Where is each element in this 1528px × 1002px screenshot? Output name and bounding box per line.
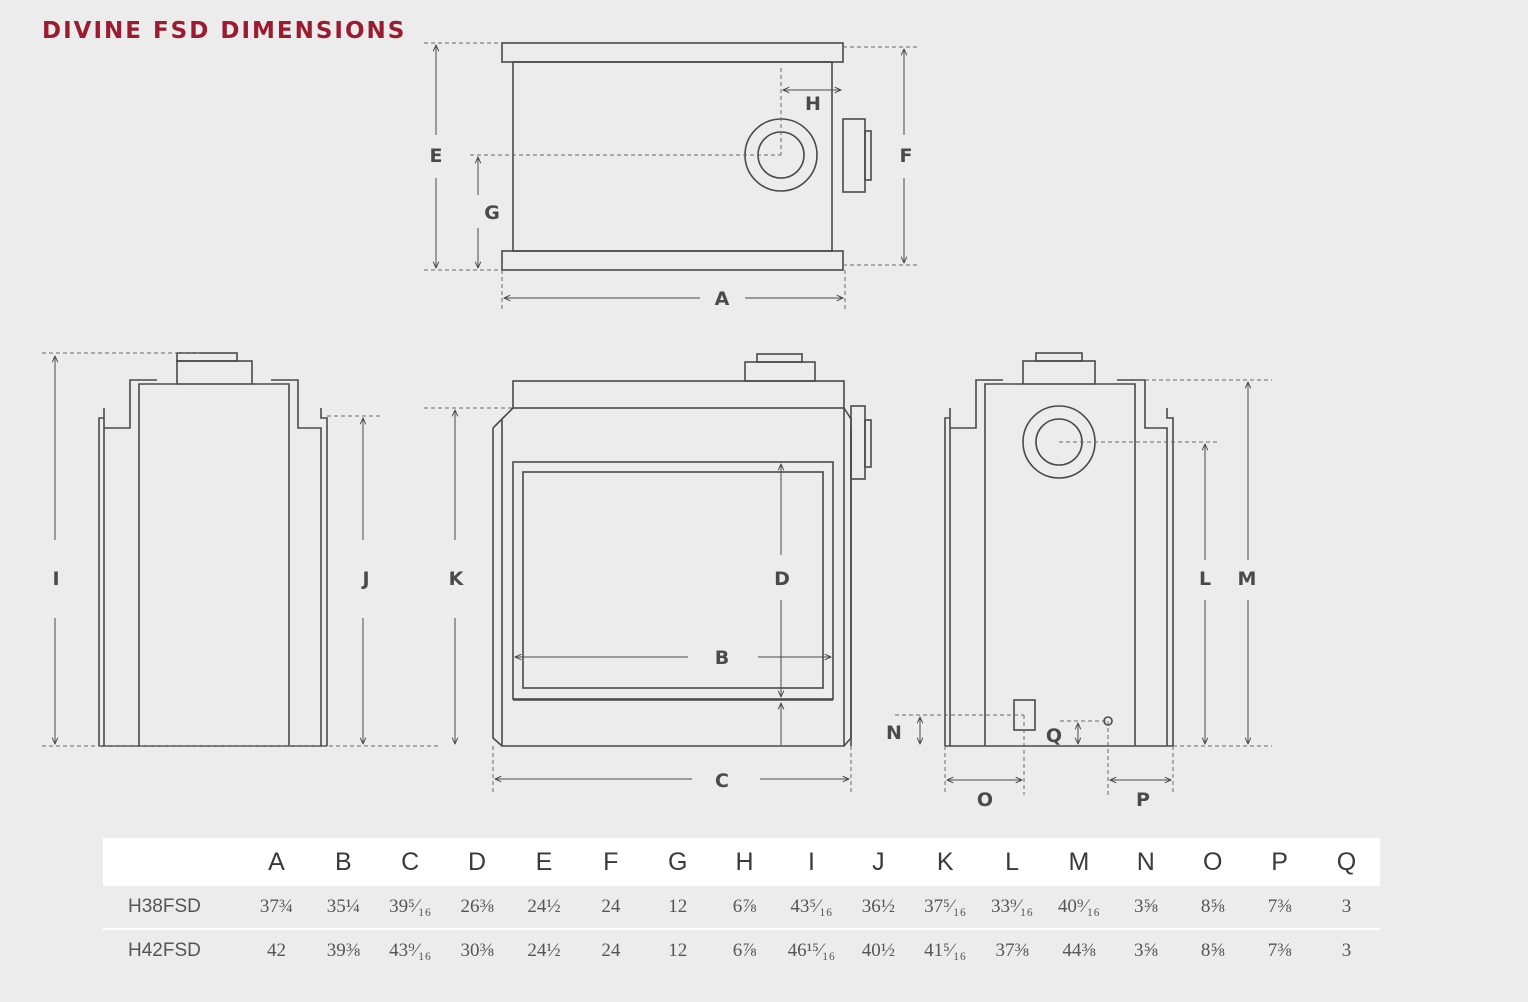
table-cell: 26⅜ bbox=[443, 886, 511, 930]
table-cell: 39⅜ bbox=[326, 940, 360, 961]
header-cell-o: O bbox=[1179, 838, 1247, 886]
header-cell-n: N bbox=[1112, 838, 1180, 886]
label-m: M bbox=[1238, 568, 1257, 590]
table-cell: 41⁵⁄₁₆ bbox=[924, 940, 967, 961]
table-cell: 7⅜ bbox=[1246, 886, 1313, 930]
label-b: B bbox=[715, 647, 729, 669]
header-cell-d: D bbox=[443, 838, 511, 886]
table-header-row: A B C D E F G H I J K L M N O P Q bbox=[103, 838, 1380, 886]
side-view-left bbox=[42, 352, 440, 747]
table-cell: 12 bbox=[644, 886, 712, 930]
table-cell: 37⁵⁄₁₆ bbox=[911, 886, 979, 930]
table-cell: 8⅝ bbox=[1179, 886, 1247, 930]
table-cell: 24 bbox=[601, 940, 621, 961]
table-cell: 3⅝ bbox=[1112, 886, 1180, 930]
table-cell: 30⅜ bbox=[460, 940, 494, 961]
table-cell: 24 bbox=[577, 886, 645, 930]
header-cell-a: A bbox=[243, 838, 310, 886]
label-j: J bbox=[360, 568, 369, 590]
table-cell: 40½ bbox=[861, 940, 895, 961]
table-cell: 12 bbox=[668, 940, 688, 961]
dimensions-table: A B C D E F G H I J K L M N O P Q H38FSD… bbox=[103, 838, 1380, 972]
label-f: F bbox=[900, 145, 913, 167]
table-cell: 3⅝ bbox=[1133, 940, 1158, 961]
label-a: A bbox=[715, 288, 730, 310]
table-cell: 36½ bbox=[844, 886, 912, 930]
label-i: I bbox=[52, 568, 59, 590]
table-cell: 35¼ bbox=[309, 886, 377, 930]
label-k: K bbox=[449, 568, 465, 590]
table-cell: 42 bbox=[266, 940, 286, 961]
table-cell: 6⅞ bbox=[732, 940, 757, 961]
header-cell-m: M bbox=[1045, 838, 1113, 886]
table-row-h38fsd: H38FSD 37¾ 35¼ 39⁵⁄₁₆ 26⅜ 24½ 24 12 6⅞ 4… bbox=[103, 886, 1380, 930]
header-cell-j: J bbox=[844, 838, 912, 886]
header-cell-k: K bbox=[911, 838, 979, 886]
header-cell-g: G bbox=[644, 838, 712, 886]
header-cell-model bbox=[103, 838, 243, 886]
label-p: P bbox=[1136, 789, 1150, 811]
dimension-diagram: A B C D E F G H I J K L M N O P Q bbox=[42, 42, 1272, 811]
table-cell: 3 bbox=[1341, 940, 1352, 961]
label-o: O bbox=[977, 789, 993, 811]
model-cell: H38FSD bbox=[103, 886, 243, 930]
table-cell: 6⅞ bbox=[711, 886, 778, 930]
table-cell: 37¾ bbox=[243, 886, 310, 930]
side-view-right bbox=[895, 352, 1272, 795]
top-view bbox=[424, 42, 918, 312]
header-cell-c: C bbox=[376, 838, 444, 886]
table-cell: 24½ bbox=[510, 886, 578, 930]
label-e: E bbox=[430, 145, 443, 167]
header-cell-b: B bbox=[309, 838, 377, 886]
table-row-h42fsd: H42FSD 42 39⅜ 43⁹⁄₁₆ 30⅜ 24½ 24 12 6⅞ 46… bbox=[103, 929, 1380, 972]
table-cell: 24½ bbox=[527, 940, 561, 961]
table-cell: 37⅜ bbox=[995, 940, 1029, 961]
label-l: L bbox=[1199, 568, 1211, 590]
table-cell: 43⁹⁄₁₆ bbox=[389, 940, 432, 961]
label-h: H bbox=[805, 93, 821, 115]
header-cell-h: H bbox=[711, 838, 778, 886]
label-g: G bbox=[484, 202, 500, 224]
table-cell: 3 bbox=[1313, 886, 1380, 930]
header-cell-q: Q bbox=[1313, 838, 1380, 886]
header-cell-e: E bbox=[510, 838, 578, 886]
label-q: Q bbox=[1046, 725, 1062, 747]
table-cell: 8⅝ bbox=[1200, 940, 1225, 961]
table-cell: 7⅜ bbox=[1267, 940, 1292, 961]
label-c: C bbox=[715, 770, 729, 792]
model-cell: H42FSD bbox=[128, 940, 201, 961]
table-cell: 43⁵⁄₁₆ bbox=[778, 886, 845, 930]
table-cell: 33⁹⁄₁₆ bbox=[978, 886, 1046, 930]
table-cell: 40⁹⁄₁₆ bbox=[1045, 886, 1113, 930]
table-cell: 44⅜ bbox=[1062, 940, 1096, 961]
header-cell-l: L bbox=[978, 838, 1046, 886]
header-cell-p: P bbox=[1246, 838, 1313, 886]
table-cell: 46¹⁵⁄₁₆ bbox=[787, 940, 836, 961]
header-cell-f: F bbox=[577, 838, 645, 886]
front-view bbox=[424, 353, 872, 795]
table-cell: 39⁵⁄₁₆ bbox=[376, 886, 444, 930]
header-cell-i: I bbox=[778, 838, 845, 886]
label-n: N bbox=[886, 722, 902, 744]
label-d: D bbox=[774, 568, 790, 590]
page-title: DIVINE FSD DIMENSIONS bbox=[42, 18, 407, 44]
